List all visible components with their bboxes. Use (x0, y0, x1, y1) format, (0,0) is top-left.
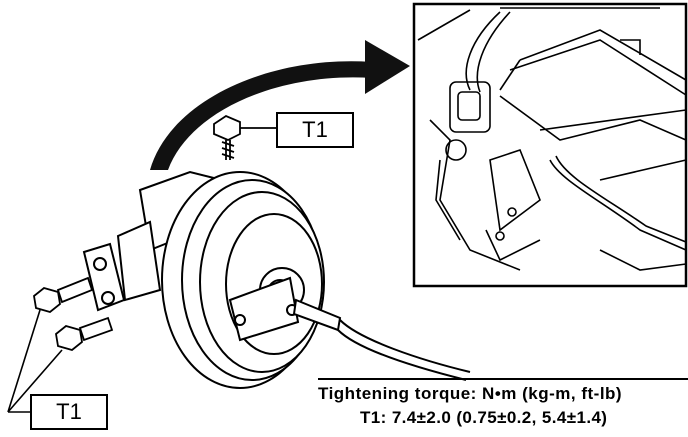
brake-booster (82, 170, 471, 389)
callout-t1-bottom: T1 (30, 394, 108, 430)
torque-spec: Tightening torque: N•m (kg-m, ft-lb) T1:… (318, 378, 688, 428)
torque-heading: Tightening torque: N•m (kg-m, ft-lb) (318, 378, 688, 404)
callout-t1-top: T1 (276, 112, 354, 148)
curved-arrow (150, 40, 410, 170)
torque-value: T1: 7.4±2.0 (0.75±0.2, 5.4±1.4) (360, 408, 608, 427)
leader-lines (7, 309, 63, 413)
top-bolt (213, 114, 276, 160)
lower-bolts (33, 276, 114, 351)
detail-inset (412, 2, 688, 288)
